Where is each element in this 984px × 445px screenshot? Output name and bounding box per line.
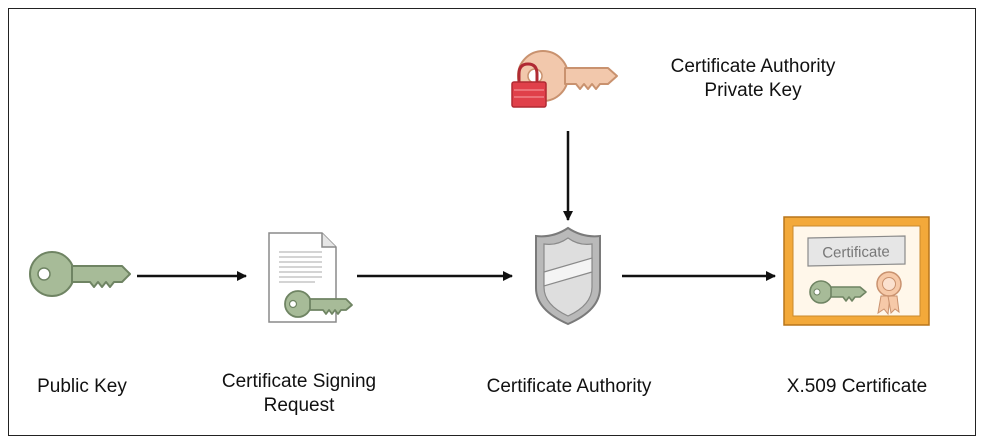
csr-label: Certificate Signing Request: [199, 370, 399, 418]
certificate-label: X.509 Certificate: [786, 376, 928, 397]
public-key-icon: [29, 251, 131, 297]
ca-private-key-label: Certificate Authority Private Key: [643, 55, 863, 103]
csr-label-line2: Request: [263, 395, 335, 416]
ca-shield-icon: [535, 226, 601, 326]
certificate-icon: [783, 216, 930, 326]
ca-label: Certificate Authority: [486, 376, 652, 397]
ca-private-key-label-line2: Private Key: [704, 80, 802, 101]
ca-private-key-icon: [511, 50, 618, 108]
diagram-frame: [8, 8, 976, 436]
public-key-label: Public Key: [37, 376, 127, 397]
csr-label-line1: Certificate Signing: [221, 371, 377, 392]
certificate-banner-text: Certificate: [822, 243, 890, 261]
csr-document-icon: [268, 232, 353, 323]
ca-private-key-label-line1: Certificate Authority: [670, 56, 836, 77]
